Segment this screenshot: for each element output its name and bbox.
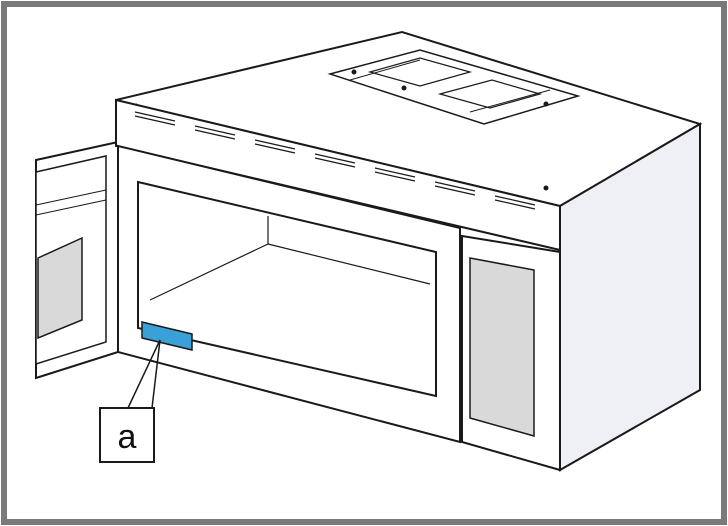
rating-label-highlight xyxy=(141,321,193,351)
callout-a: a xyxy=(99,407,155,463)
callout-letter: a xyxy=(118,418,137,456)
callout-box xyxy=(99,407,155,463)
front-body xyxy=(117,144,461,444)
oven-cavity xyxy=(137,180,437,398)
open-door xyxy=(35,140,119,380)
callout-leader xyxy=(127,339,161,409)
control-panel xyxy=(461,234,561,472)
door-window xyxy=(37,236,83,340)
mounting-plate xyxy=(327,49,581,125)
control-panel-window xyxy=(469,257,535,437)
